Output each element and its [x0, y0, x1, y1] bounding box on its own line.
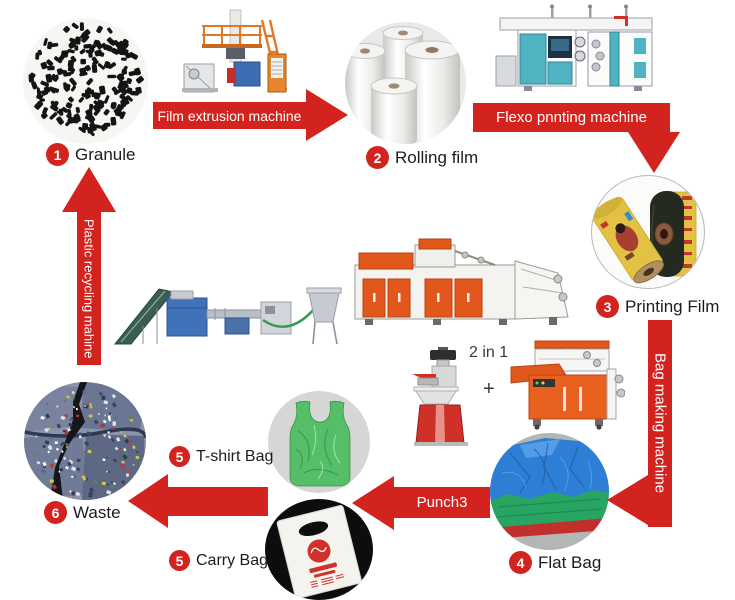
stage-label-carry-bag: 5 Carry Bag [169, 550, 268, 571]
stage-badge-tshirt-bag: 5 [169, 446, 190, 467]
stage-text-waste: Waste [73, 502, 121, 522]
stage-badge-waste: 6 [44, 501, 67, 524]
arrow-to-waste-head [128, 474, 168, 528]
stage-text-rolling-film: Rolling film [395, 147, 479, 167]
arrow-flexo-printing-label: Flexo pnnting machine [496, 109, 647, 126]
arrow-punch-head [352, 476, 394, 530]
flat-bag-photo [490, 433, 609, 550]
punch-machine-image [412, 347, 468, 446]
stage-label-flat-bag: 4 Flat Bag [509, 551, 601, 574]
stage-badge-granule: 1 [46, 143, 69, 166]
stage-badge-flat-bag: 4 [509, 551, 532, 574]
stage-label-printing-film: 3 Printing Film [596, 295, 719, 318]
plus-sign: + [483, 378, 495, 400]
recycling-machine-image [113, 287, 342, 345]
stage-badge-carry-bag: 5 [169, 550, 190, 571]
banner-plastic-recycling-label: Plastic recycling mahine [81, 218, 97, 359]
carry-bag-image [276, 505, 362, 599]
film-extrusion-machine-image [182, 9, 287, 93]
stage-text-tshirt-bag: T-shirt Bag [196, 447, 274, 465]
stage-label-rolling-film: 2 Rolling film [366, 146, 478, 169]
arrow-film-extrusion-head [306, 89, 348, 141]
printing-film-image [592, 191, 697, 284]
two-in-one-label: 2 in 1 [469, 344, 509, 361]
arrow-punch: Punch3 [394, 487, 490, 518]
arrow-bag-making-head [607, 475, 648, 525]
banner-bag-making: Bag making machine [648, 320, 672, 527]
stage-text-granule: Granule [75, 144, 136, 164]
arrow-punch-label: Punch3 [416, 494, 468, 511]
stage-text-printing-film: Printing Film [625, 296, 720, 316]
tshirt-bag-image [289, 400, 351, 487]
granule-image [28, 22, 144, 137]
arrow-film-extrusion-label: Film extrusion machine [157, 107, 302, 124]
banner-bag-making-label: Bag making machine [651, 353, 669, 494]
stage-text-flat-bag: Flat Bag [538, 552, 602, 572]
banner-plastic-recycling: Plastic recycling mahine [77, 212, 101, 365]
stage-badge-printing-film: 3 [596, 295, 619, 318]
printing-film-photo [591, 175, 705, 289]
stage-label-tshirt-bag: 5 T-shirt Bag [169, 446, 273, 467]
rolling-film-photo [345, 22, 466, 144]
stage-label-waste: 6 Waste [44, 501, 121, 524]
stage-text-carry-bag: Carry Bag [196, 551, 269, 569]
bag-making-machine-image [354, 238, 569, 325]
sealing-machine-image [510, 340, 625, 430]
arrow-film-extrusion: Film extrusion machine [153, 102, 306, 129]
granule-photo [23, 18, 148, 144]
stage-label-granule: 1 Granule [46, 143, 135, 166]
arrow-to-waste [168, 487, 268, 516]
arrow-flexo-printing-head [628, 132, 680, 173]
arrow-flexo-printing: Flexo pnnting machine [473, 103, 670, 132]
arrow-plastic-recycling-head [62, 167, 116, 212]
rolling-film-image [345, 26, 460, 144]
stage-badge-rolling-film: 2 [366, 146, 389, 169]
flexo-printing-machine-image [495, 4, 653, 91]
flat-bag-image [490, 438, 609, 539]
